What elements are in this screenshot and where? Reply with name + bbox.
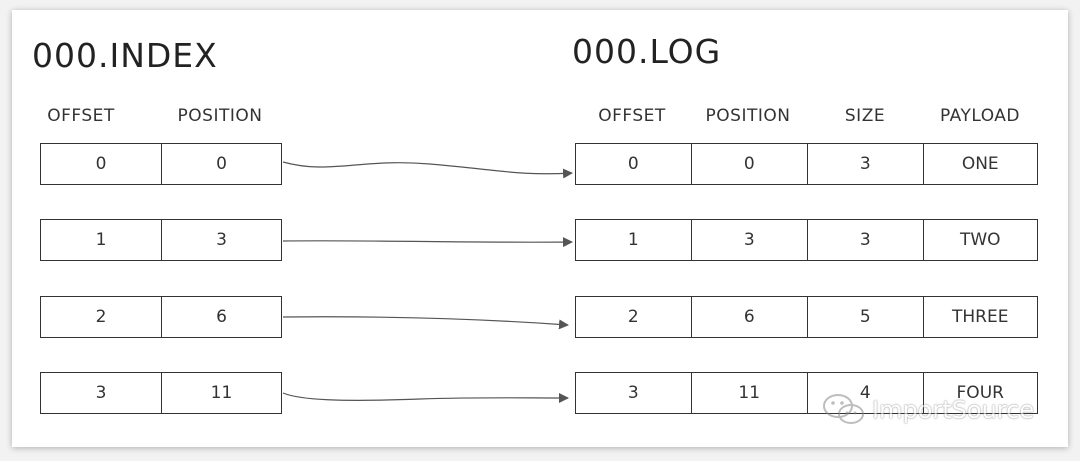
- index-offset-cell: 0: [95, 154, 107, 174]
- index-row: 1 3: [40, 219, 282, 261]
- log-size-cell: 4: [807, 373, 923, 413]
- log-offset-cell: 2: [627, 307, 639, 327]
- log-size-cell: 3: [807, 144, 923, 184]
- index-row: 0 0: [40, 143, 282, 185]
- log-payload-cell: TWO: [922, 220, 1038, 260]
- index-position-cell: 3: [161, 220, 281, 260]
- wechat-icon: [823, 394, 864, 424]
- log-position-cell: 0: [690, 144, 808, 184]
- log-position-cell: 3: [690, 220, 808, 260]
- log-offset-cell: 3: [627, 383, 639, 403]
- index-row: 2 6: [40, 296, 282, 338]
- log-size-cell: 5: [807, 297, 923, 337]
- log-position-cell: 11: [690, 373, 808, 413]
- log-payload-cell: FOUR: [922, 373, 1038, 413]
- log-header-offset: OFFSET: [598, 106, 666, 126]
- watermark: ImportSource: [822, 392, 1034, 428]
- log-size-cell: 3: [807, 220, 923, 260]
- log-title: 000.LOG: [572, 32, 722, 71]
- watermark-text: ImportSource: [872, 396, 1035, 424]
- index-row: 3 11: [40, 372, 282, 414]
- log-header-position: POSITION: [705, 106, 791, 126]
- log-payload-cell: ONE: [922, 144, 1038, 184]
- index-offset-cell: 2: [95, 307, 107, 327]
- log-position-cell: 6: [690, 297, 808, 337]
- log-row: 3 11 4 FOUR: [575, 372, 1038, 414]
- log-offset-cell: 1: [627, 230, 639, 250]
- index-offset-cell: 1: [95, 230, 107, 250]
- log-header-size: SIZE: [844, 106, 886, 126]
- index-offset-cell: 3: [95, 383, 107, 403]
- log-offset-cell: 0: [627, 154, 639, 174]
- log-header-payload: PAYLOAD: [939, 106, 1021, 126]
- log-row: 0 0 3 ONE: [575, 143, 1038, 185]
- log-row: 1 3 3 TWO: [575, 219, 1038, 261]
- index-position-cell: 11: [161, 373, 281, 413]
- index-header-position: POSITION: [177, 106, 263, 126]
- index-position-cell: 6: [161, 297, 281, 337]
- log-row: 2 6 5 THREE: [575, 296, 1038, 338]
- log-payload-cell: THREE: [922, 297, 1038, 337]
- index-position-cell: 0: [161, 144, 281, 184]
- index-title: 000.INDEX: [32, 36, 218, 75]
- index-header-offset: OFFSET: [47, 106, 115, 126]
